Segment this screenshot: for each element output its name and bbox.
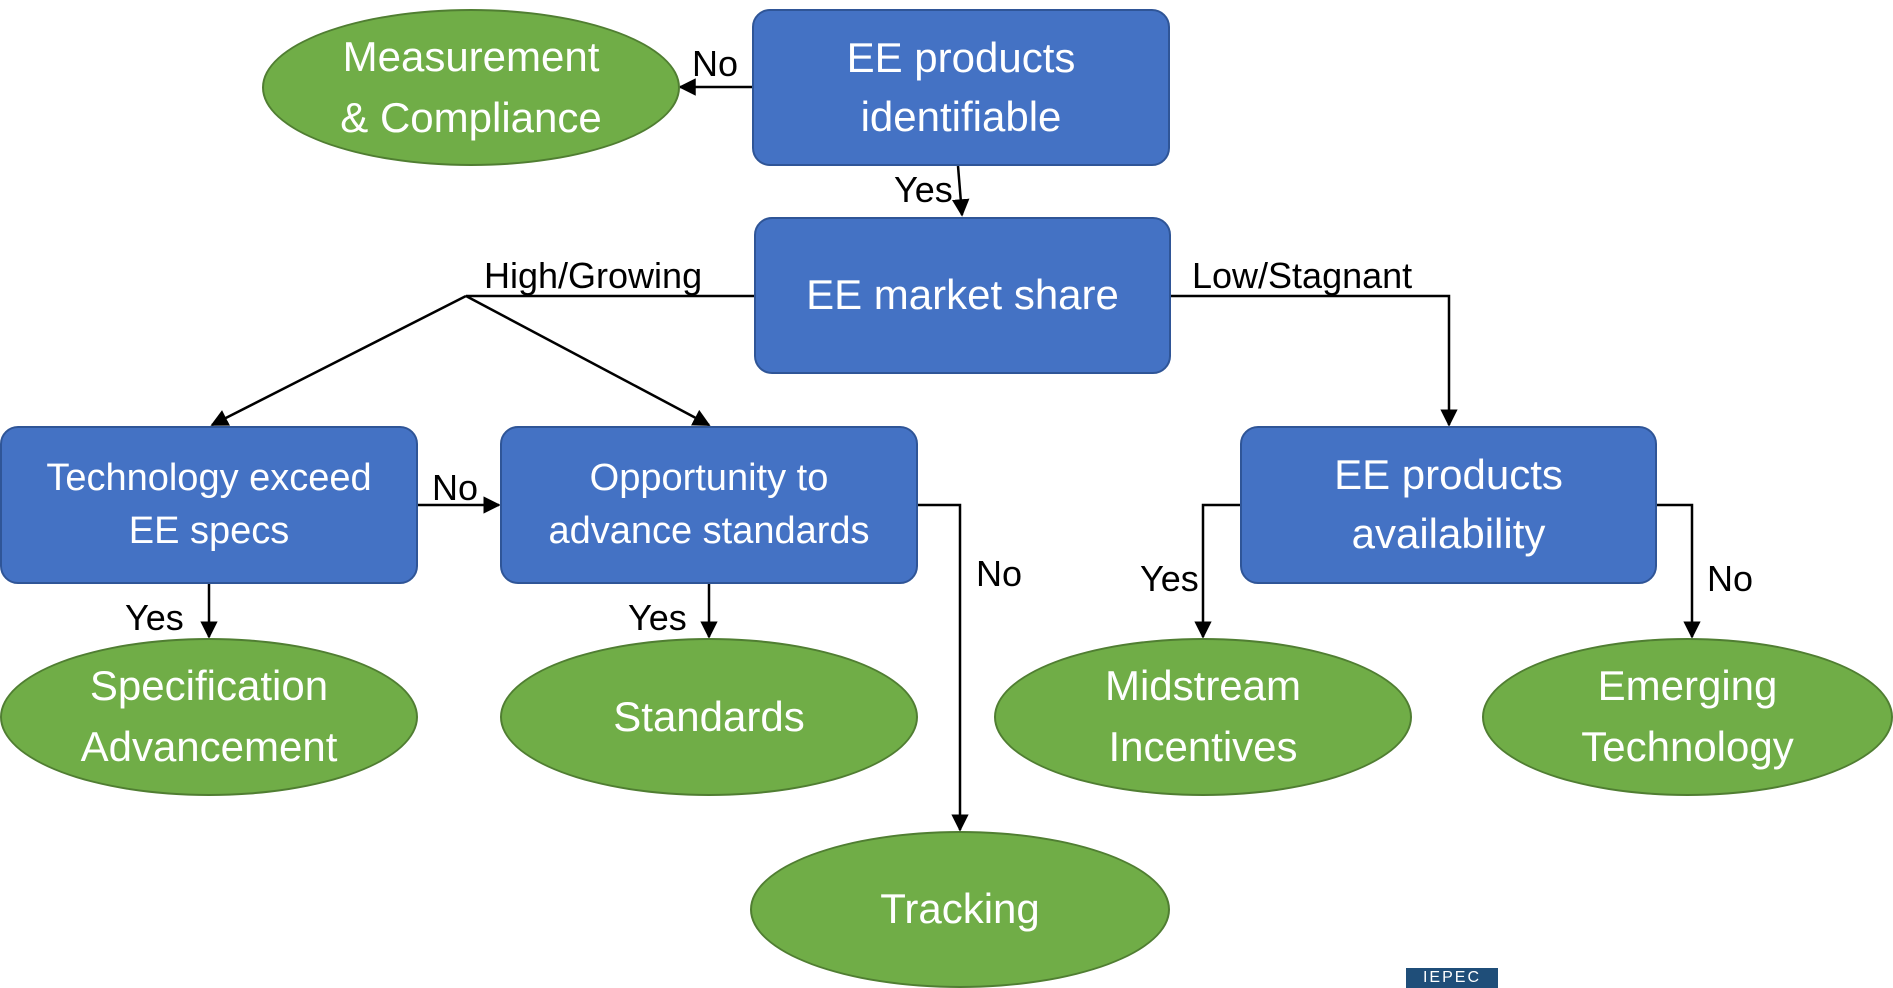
logo-text: IEPEC: [1422, 969, 1481, 986]
edge-label-tech-no: No: [432, 467, 479, 508]
edge-market-high-to-tech: [210, 294, 467, 427]
edge-label-opportunity-yes: Yes: [628, 597, 687, 638]
outcome-tracking: Tracking: [750, 831, 1170, 988]
edge-label-high-growing: High/Growing: [484, 255, 703, 296]
outcome-label: Measurement & Compliance: [340, 32, 602, 141]
edge-label-availability-yes: Yes: [1140, 558, 1199, 599]
edge-label-tech-yes: Yes: [125, 597, 184, 638]
node-label: EE products availability: [1334, 451, 1563, 557]
edge-label-identifiable-yes: Yes: [894, 169, 953, 210]
node-ee-products-identifiable: EE products identifiable: [752, 9, 1170, 166]
edge-availability-yes: [1194, 503, 1240, 639]
edge-opportunity-no: [918, 503, 969, 832]
outcome-label: Tracking: [880, 885, 1040, 933]
edge-availability-no: [1657, 503, 1701, 639]
outcome-standards: Standards: [500, 638, 918, 796]
outcome-label: Specification Advancement: [80, 662, 338, 770]
outcome-label: Emerging Technology: [1581, 662, 1794, 770]
edge-label-opportunity-no: No: [976, 553, 1023, 594]
node-label: Technology exceed EE specs: [46, 456, 372, 552]
node-label: EE products identifiable: [846, 33, 1076, 140]
edge-identifiable-yes: [951, 165, 970, 217]
edge-label-identifiable-no: No: [692, 43, 739, 84]
edge-market-high-to-opportunity: [465, 294, 711, 427]
outcome-midstream-incentives: Midstream Incentives: [994, 638, 1412, 796]
outcome-label: Midstream Incentives: [1104, 662, 1302, 770]
outcome-emerging-technology: Emerging Technology: [1482, 638, 1893, 796]
edge-label-availability-no: No: [1707, 558, 1754, 599]
edge-market-low: [1171, 294, 1458, 427]
outcome-label: Standards: [613, 692, 805, 740]
iepec-logo: IEPEC: [1406, 968, 1498, 988]
node-ee-market-share: EE market share: [754, 217, 1171, 374]
node-opportunity-advance-standards: Opportunity to advance standards: [500, 426, 918, 584]
outcome-specification-advancement: Specification Advancement: [0, 638, 418, 796]
node-label: Opportunity to advance standards: [548, 456, 870, 552]
outcome-measurement-compliance: Measurement & Compliance: [262, 9, 680, 166]
edge-label-low-stagnant: Low/Stagnant: [1192, 255, 1413, 296]
node-ee-products-availability: EE products availability: [1240, 426, 1657, 584]
node-technology-exceed-specs: Technology exceed EE specs: [0, 426, 418, 584]
node-label: EE market share: [806, 271, 1119, 319]
